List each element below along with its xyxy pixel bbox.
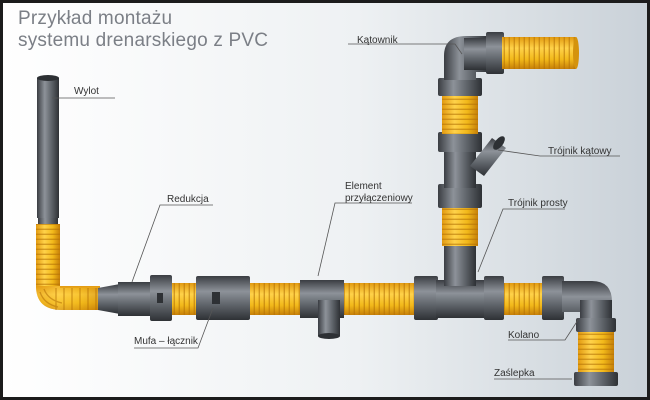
coupling-v-lower	[438, 184, 482, 208]
label-zaslepka: Zaślepka	[494, 368, 535, 379]
corrugated-pipe-h3	[344, 283, 414, 315]
reduction-fitting	[98, 282, 150, 316]
corrugated-pipe-h1	[172, 283, 198, 315]
label-przylaczeniowy: przyłączeniowy	[345, 193, 413, 204]
coupling-v-mid	[438, 132, 482, 152]
leader-lines	[52, 43, 620, 380]
corrugated-pipe-down	[578, 332, 614, 374]
connection-element	[300, 280, 344, 339]
leader-element	[317, 202, 412, 277]
angle-fitting	[444, 36, 490, 80]
label-element: Element	[345, 181, 382, 192]
leader-mufa	[134, 307, 214, 349]
leader-kolano	[508, 319, 579, 341]
label-redukcja: Redukcja	[167, 194, 209, 205]
elbow-fitting	[562, 281, 616, 332]
label-trojnik-katowy: Trójnik kątowy	[548, 146, 612, 157]
leader-trojnik-katowy	[497, 149, 620, 157]
corrugated-bend-left	[36, 286, 100, 310]
straight-tee	[436, 244, 486, 318]
outlet-pipe	[37, 75, 59, 228]
corrugated-pipe-h2	[250, 283, 302, 315]
coupling-top	[486, 32, 504, 74]
end-cap	[574, 372, 618, 386]
label-trojnik-prosty: Trójnik prosty	[508, 198, 568, 209]
label-mufa: Mufa – łącznik	[134, 336, 198, 347]
corrugated-pipe-vertical-left	[36, 224, 60, 288]
coupling-elbow	[542, 276, 564, 320]
coupling-left	[150, 275, 172, 321]
leader-redukcja	[131, 204, 213, 283]
corrugated-pipe-h4	[504, 283, 544, 315]
diagram-title: Przykład montażu systemu drenarskiego z …	[18, 8, 268, 52]
corrugated-pipe-top	[502, 37, 579, 69]
coupling-right	[414, 276, 438, 320]
label-kolano: Kolano	[508, 330, 540, 341]
title-line-2: systemu drenarskiego z PVC	[18, 30, 269, 51]
coupling-tee-right	[484, 276, 504, 320]
corrugated-pipe-v-upper	[442, 94, 478, 134]
corrugated-pipe-v-lower	[442, 206, 478, 246]
label-wylot: Wylot	[74, 86, 99, 97]
label-katownik: Kątownik	[357, 35, 398, 46]
leader-trojnik-prosty	[477, 208, 565, 273]
coupling-v-upper	[438, 78, 482, 96]
leader-katownik	[348, 43, 463, 55]
title-line-1: Przykład montażu	[18, 8, 173, 29]
coupling-mid	[196, 276, 250, 320]
